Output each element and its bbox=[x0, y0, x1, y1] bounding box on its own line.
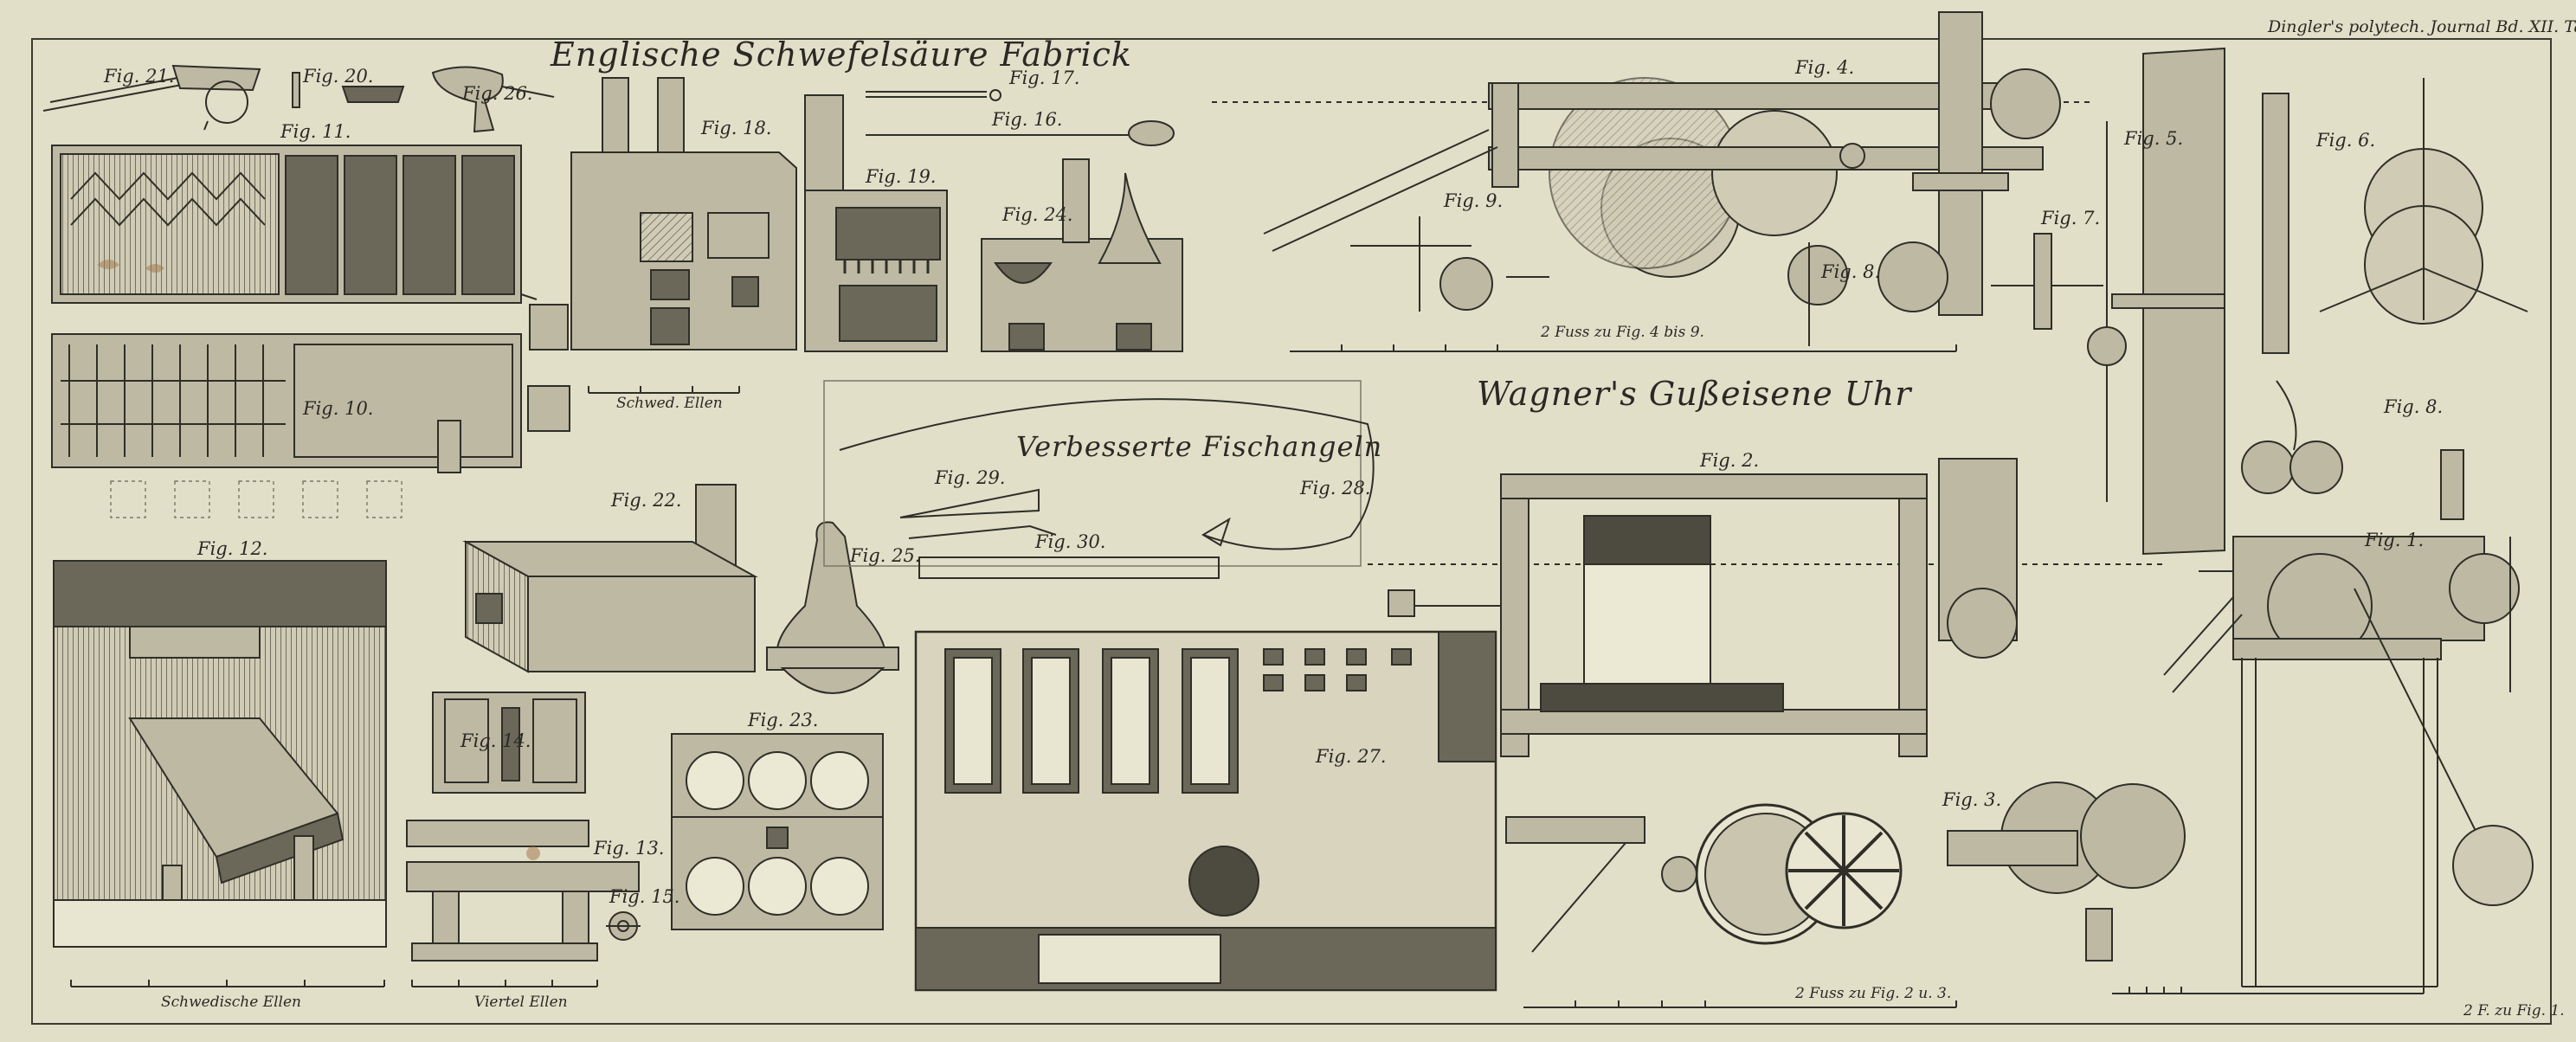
label-fig19: Fig. 19. bbox=[866, 166, 937, 187]
fig24-pans-drawing bbox=[981, 158, 1183, 352]
scale-schwed-ellen bbox=[588, 386, 740, 394]
fig12-interior-drawing bbox=[53, 560, 387, 948]
scale-label-fuss-1: 2 F. zu Fig. 1. bbox=[2463, 1002, 2565, 1019]
label-fig16: Fig. 16. bbox=[992, 109, 1063, 130]
fig16-ladle-drawing bbox=[866, 120, 1175, 146]
scale-schwedische-ellen bbox=[70, 980, 385, 987]
fig3-fly-vane-drawing bbox=[2087, 47, 2225, 556]
fig20-bar-and-tray-drawing bbox=[292, 72, 405, 108]
scale-label-fuss-2-3: 2 Fuss zu Fig. 2 u. 3. bbox=[1795, 985, 1952, 1002]
fig17-rod-drawing bbox=[866, 89, 1001, 101]
plate-header: Dingler's polytech. Journal Bd. XII. Tab… bbox=[2268, 17, 2576, 36]
plate-border bbox=[31, 38, 2552, 1025]
scale-fuss-2-3 bbox=[1523, 1000, 1957, 1008]
fishhook-drawings bbox=[823, 380, 1375, 579]
scale-label-schwed-ellen: Schwed. Ellen bbox=[616, 395, 723, 412]
label-fig30: Fig. 30. bbox=[1035, 531, 1106, 552]
title-gusseisene-uhr: Wagner's Gußeisene Uhr bbox=[1477, 375, 1912, 413]
label-fig5: Fig. 5. bbox=[2124, 128, 2184, 149]
label-fig28: Fig. 28. bbox=[1300, 478, 1371, 498]
fig14-frame-drawing bbox=[432, 691, 586, 794]
fig6-wheels-drawing bbox=[2262, 78, 2528, 354]
scale-viertel-ellen bbox=[411, 980, 598, 987]
label-fig29: Fig. 29. bbox=[935, 467, 1006, 488]
fig1-clock-stand-drawing bbox=[2163, 536, 2534, 987]
label-fig14: Fig. 14. bbox=[460, 730, 531, 751]
label-fig18: Fig. 18. bbox=[701, 118, 772, 138]
scale-fuss-1 bbox=[2112, 987, 2425, 994]
label-fig26: Fig. 26. bbox=[462, 83, 533, 104]
fig23-dishes-drawing bbox=[671, 733, 884, 930]
fig21-wheelbarrow-drawing bbox=[42, 64, 261, 131]
label-fig13: Fig. 13. bbox=[594, 838, 665, 859]
label-fig12: Fig. 12. bbox=[197, 538, 268, 559]
label-fig4: Fig. 4. bbox=[1795, 57, 1855, 78]
label-fig23: Fig. 23. bbox=[748, 710, 819, 730]
fig19-furnace-section-drawing bbox=[804, 94, 948, 352]
label-fig22: Fig. 22. bbox=[611, 490, 682, 511]
label-fig3: Fig. 3. bbox=[1942, 789, 2002, 810]
label-fig8-lower: Fig. 8. bbox=[2384, 396, 2444, 417]
label-fig7: Fig. 7. bbox=[2041, 208, 2101, 228]
label-fig2: Fig. 2. bbox=[1700, 450, 1760, 471]
label-fig6: Fig. 6. bbox=[2316, 130, 2376, 151]
label-fig21: Fig. 21. bbox=[104, 66, 175, 87]
fig13-stand-drawing bbox=[406, 820, 640, 962]
fig15-reel-drawing bbox=[606, 911, 641, 941]
label-fig15: Fig. 15. bbox=[609, 886, 680, 907]
label-fig24: Fig. 24. bbox=[1002, 204, 1073, 225]
fig8-gears-drawing bbox=[2241, 380, 2464, 520]
scale-label-viertel-ellen: Viertel Ellen bbox=[474, 994, 568, 1011]
scale-label-schwedische-ellen: Schwedische Ellen bbox=[161, 994, 301, 1011]
fig18-furnace-drawing bbox=[570, 77, 797, 351]
fig2-movement-drawing bbox=[1368, 458, 2164, 757]
fig5-wheel-drawing bbox=[1787, 242, 1848, 346]
scale-label-fuss-4-9: 2 Fuss zu Fig. 4 bis 9. bbox=[1541, 324, 1704, 341]
title-schwefelsaeure: Englische Schwefelsäure Fabrick bbox=[551, 35, 1132, 74]
label-fig27: Fig. 27. bbox=[1316, 746, 1387, 767]
fig3-gear-train-drawing bbox=[1505, 782, 2186, 962]
fig25-retort-drawing bbox=[766, 521, 899, 694]
label-fig9: Fig. 9. bbox=[1444, 190, 1504, 211]
label-fig8-upper: Fig. 8. bbox=[1821, 261, 1881, 282]
label-fig20: Fig. 20. bbox=[303, 66, 374, 87]
fig11-chamber-drawing bbox=[51, 145, 569, 351]
fig7-lever-drawing bbox=[1991, 233, 2103, 330]
label-fig25: Fig. 25. bbox=[850, 545, 921, 566]
scale-fuss-4-9 bbox=[1290, 344, 1957, 352]
title-fischangeln: Verbesserte Fischangeln bbox=[1016, 430, 1383, 463]
fig22-trough-drawing bbox=[462, 484, 758, 673]
fig26-pipe-drawing bbox=[431, 66, 555, 133]
fig10-chamber-plan-drawing bbox=[51, 333, 570, 518]
fig9-escapement-drawing bbox=[1350, 216, 1549, 312]
label-fig10: Fig. 10. bbox=[303, 398, 374, 419]
label-fig17: Fig. 17. bbox=[1009, 68, 1080, 88]
label-fig11: Fig. 11. bbox=[280, 121, 351, 142]
fig4-clockwork-drawing bbox=[1212, 11, 2095, 316]
fig27-plan-drawing bbox=[914, 630, 1497, 992]
label-fig1: Fig. 1. bbox=[2365, 530, 2425, 550]
